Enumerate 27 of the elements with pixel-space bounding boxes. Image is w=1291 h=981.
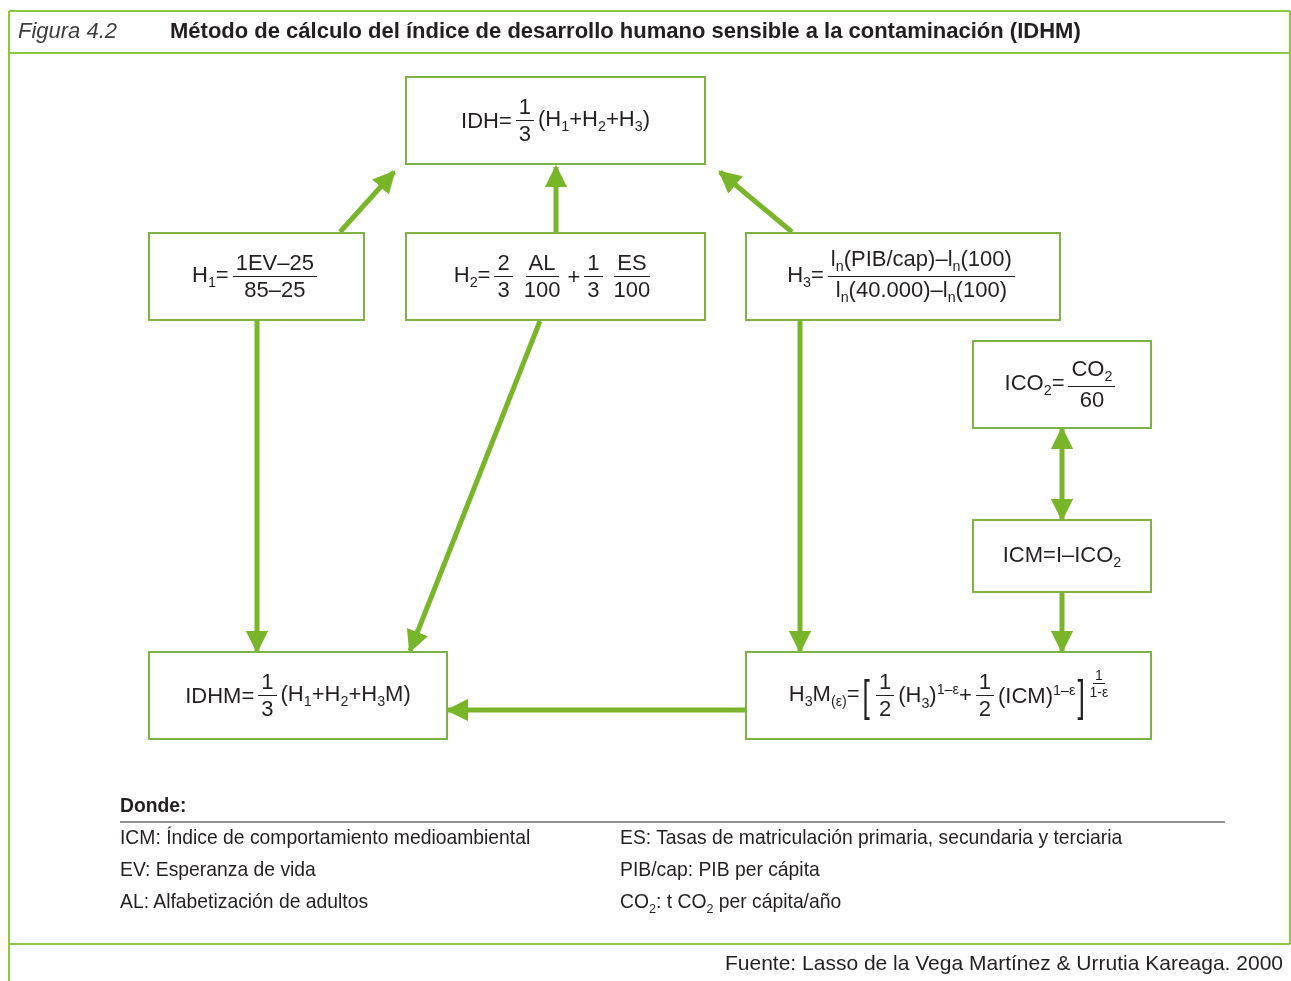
arrow — [788, 321, 812, 654]
figure-title: Método de cálculo del índice de desarrollo humano sensible a la contaminación (IDHM) — [170, 18, 1081, 44]
definition-text: AL: Alfabetización de adultos — [120, 889, 369, 913]
arrow — [544, 164, 568, 232]
formula-text: ICM=I–ICO$_{2}$ — [1002, 541, 1122, 571]
definition-text: ES: Tasas de matriculación primaria, secundaria y terciaria — [620, 825, 1123, 849]
formula-box — [148, 232, 365, 321]
source-caption: Fuente: Lasso de la Vega Martínez & Urrutia Kareaga. 2000 — [725, 951, 1283, 975]
definition-text: CO$_{2}$: t CO$_{2}$ per cápita/año — [620, 889, 842, 917]
formula-box — [405, 232, 706, 321]
arrow — [338, 170, 396, 234]
formula-box — [148, 651, 448, 740]
arrow — [406, 320, 543, 654]
formula-box — [405, 76, 706, 165]
figure-number: Figura 4.2 — [18, 18, 118, 44]
legend-heading: Donde: — [120, 793, 187, 817]
formula-box — [972, 340, 1152, 429]
formula-text: H$_{3}$= l$_{n}$(PIB/cap)–l$_{n}$(100) l$_{n}$(40.000)–l$_{n}$(100) — [787, 246, 1019, 307]
definition-text: EV: Esperanza de vida — [120, 857, 316, 881]
formula-box — [972, 519, 1152, 593]
definition-text: PIB/cap: PIB per cápita — [620, 857, 820, 881]
definition-text: ICM: Índice de comportamiento medioambiental — [120, 825, 531, 849]
formula-box — [745, 651, 1152, 740]
arrow — [245, 321, 269, 654]
arrow — [1050, 593, 1074, 654]
arrow — [718, 170, 794, 234]
formula-box — [745, 232, 1061, 321]
